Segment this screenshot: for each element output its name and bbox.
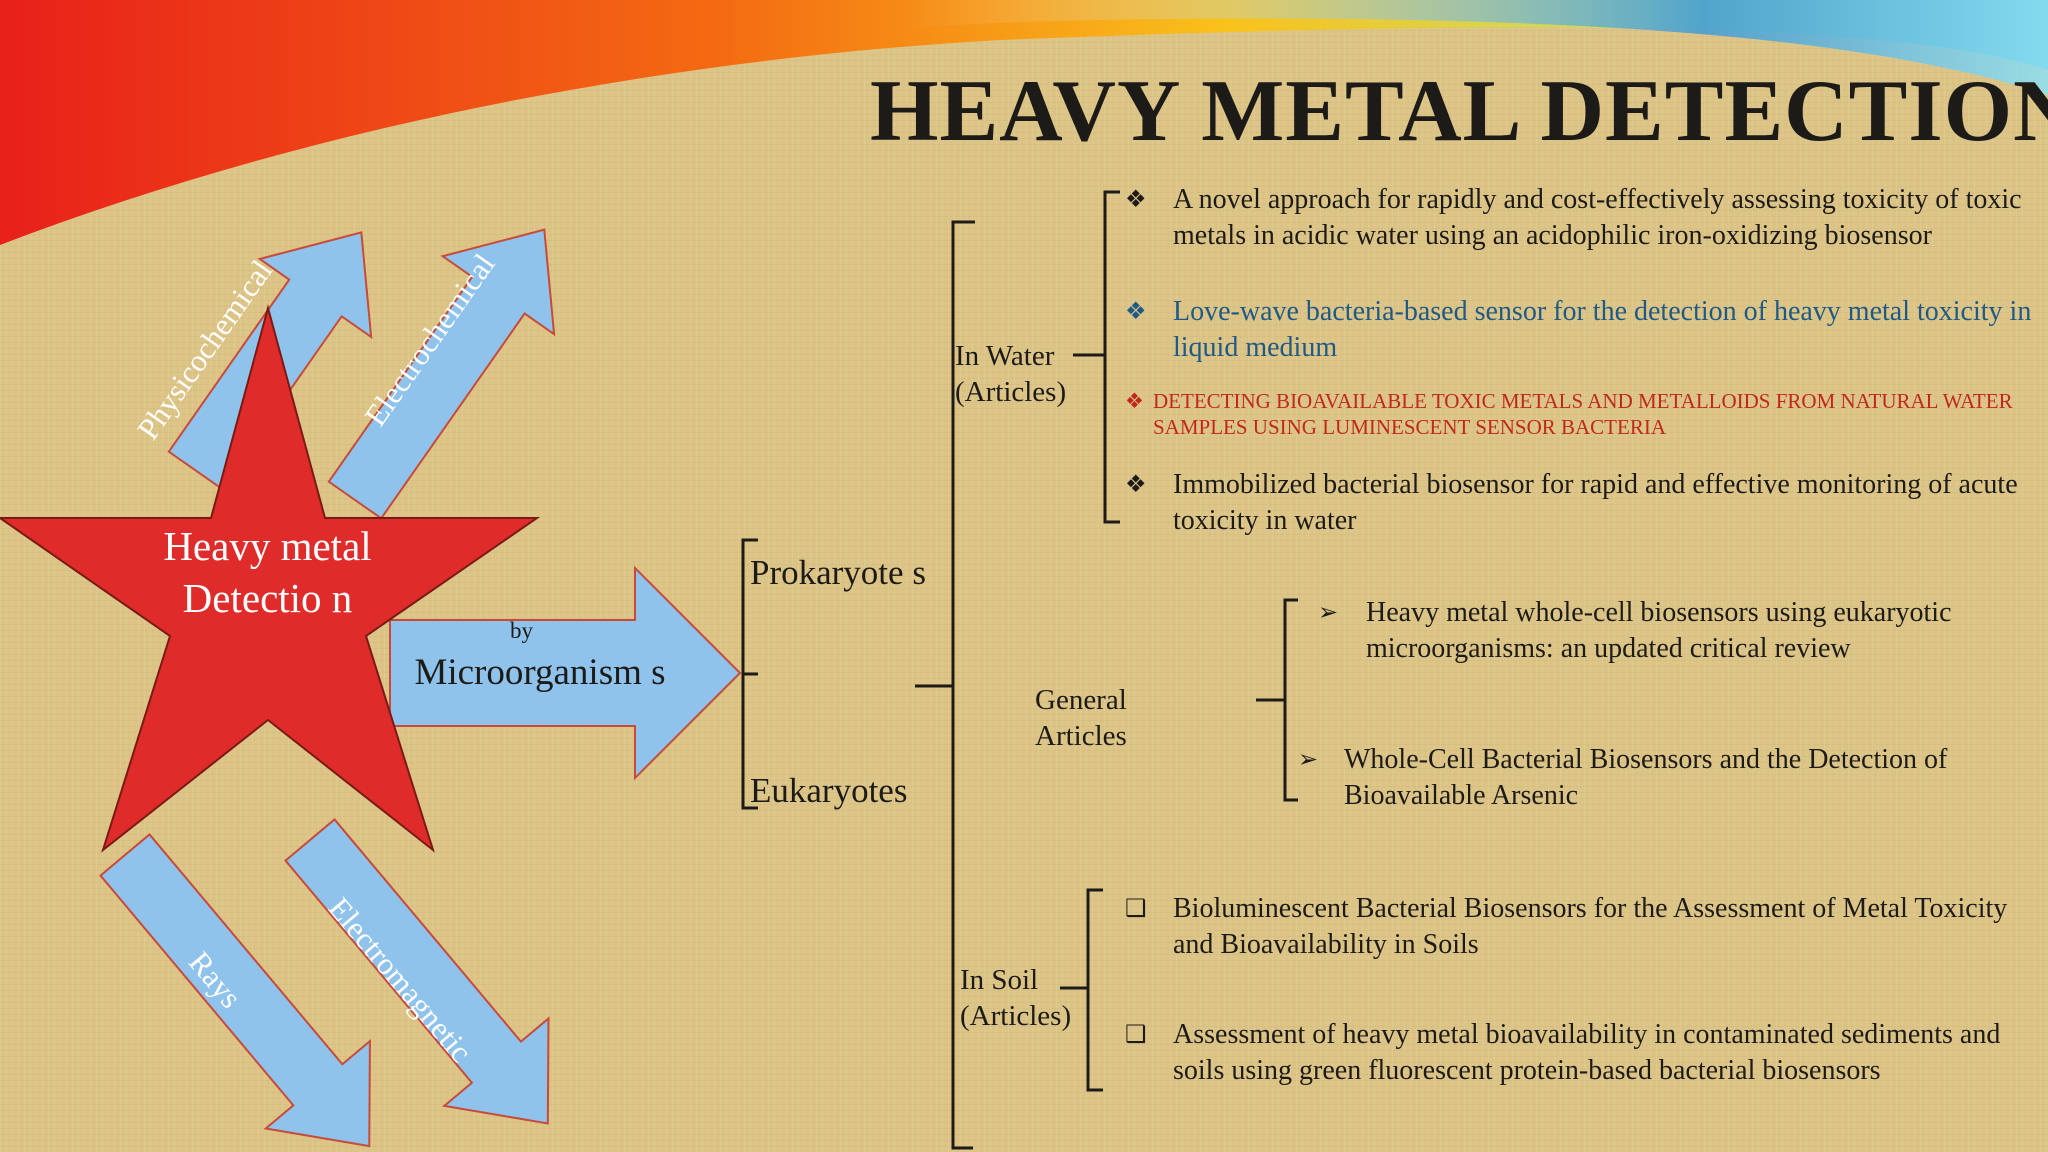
soil-article-2: ❑ Assessment of heavy metal bioavailabil… (1125, 1017, 2025, 1089)
square-bullet-icon: ❑ (1125, 1022, 1147, 1048)
star-label: Heavy metal Detectio n (163, 523, 372, 621)
top-swoosh (0, 0, 2048, 245)
arrow-electrochemical (327, 228, 556, 520)
by-label: by (510, 618, 533, 643)
in-water-label: In Water (Articles) (955, 340, 1067, 408)
red-star (0, 304, 541, 853)
eukaryotes-label: Eukaryotes (750, 771, 908, 810)
arrow-electromagnetic (284, 818, 550, 1125)
general-articles-label: General Articles (1035, 684, 1127, 752)
water-article-2-link[interactable]: Love-wave bacteria-based sensor for the … (1173, 296, 2032, 363)
general-article-1: ➢ Heavy metal whole-cell biosensors usin… (1318, 595, 2038, 667)
diamond-bullet-icon: ❖ (1125, 389, 1144, 413)
diamond-bullet-icon: ❖ (1125, 472, 1147, 498)
slide-title: HEAVY METAL DETECTION (870, 63, 2048, 160)
microorganisms-label: Microorganism s (414, 652, 666, 693)
tree-connectors (741, 190, 1298, 1150)
in-soil-label: In Soil (Articles) (960, 964, 1072, 1032)
general-article-1-text: Heavy metal whole-cell biosensors using … (1366, 597, 1952, 664)
soil-article-1-text: Bioluminescent Bacterial Biosensors for … (1173, 893, 2008, 960)
water-article-4-text: Immobilized bacterial biosensor for rapi… (1173, 469, 2018, 536)
water-article-1: ❖ A novel approach for rapidly and cost-… (1125, 182, 2025, 254)
diamond-bullet-icon: ❖ (1125, 299, 1147, 325)
diamond-bullet-icon: ❖ (1125, 187, 1147, 213)
general-article-2-text: Whole-Cell Bacterial Biosensors and the … (1344, 744, 1948, 811)
water-article-2: ❖ Love-wave bacteria-based sensor for th… (1125, 294, 2035, 366)
general-article-2: ➢ Whole-Cell Bacterial Biosensors and th… (1298, 742, 2046, 814)
arrow-bullet-icon: ➢ (1298, 747, 1319, 773)
prokaryotes-label: Prokaryote s (750, 553, 926, 592)
water-article-3-link[interactable]: DETECTING BIOAVAILABLE TOXIC METALS AND … (1153, 389, 2013, 439)
arrow-rays (99, 833, 371, 1148)
square-bullet-icon: ❑ (1125, 896, 1147, 922)
water-article-1-text: A novel approach for rapidly and cost-ef… (1173, 184, 2022, 251)
arrow-bullet-icon: ➢ (1318, 600, 1339, 626)
water-article-3: ❖ DETECTING BIOAVAILABLE TOXIC METALS AN… (1125, 388, 2035, 440)
arrow-microorganisms (389, 565, 742, 781)
water-article-4: ❖ Immobilized bacterial biosensor for ra… (1125, 467, 2025, 539)
top-swoosh-highlight (900, 0, 2048, 95)
soil-article-1: ❑ Bioluminescent Bacterial Biosensors fo… (1125, 891, 2040, 963)
soil-article-2-text: Assessment of heavy metal bioavailabilit… (1173, 1019, 2001, 1086)
